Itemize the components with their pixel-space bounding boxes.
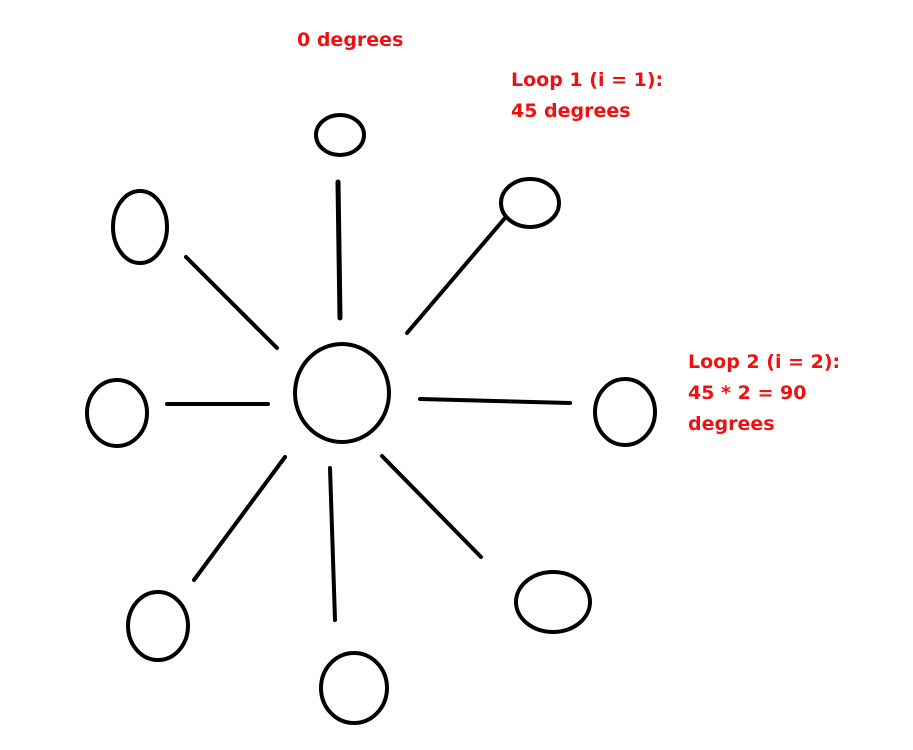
center-node bbox=[293, 342, 391, 444]
node-top-left bbox=[111, 189, 169, 265]
node-left bbox=[85, 378, 149, 448]
spoke-right bbox=[418, 397, 572, 405]
spoke-bottom-right bbox=[380, 454, 483, 559]
spoke-bottom bbox=[328, 466, 337, 622]
node-top-right bbox=[499, 177, 561, 229]
label-loop2-line2: 45 * 2 = 90 bbox=[688, 382, 807, 404]
label-loop2-line1: Loop 2 (i = 2): bbox=[688, 351, 841, 373]
node-top bbox=[314, 113, 366, 157]
label-loop1-line2: 45 degrees bbox=[511, 100, 631, 122]
spoke-top bbox=[335, 179, 343, 321]
label-zero-degrees: 0 degrees bbox=[297, 29, 404, 51]
label-loop2: Loop 2 (i = 2): 45 * 2 = 90 degrees bbox=[688, 347, 840, 440]
spoke-top-left bbox=[184, 255, 279, 350]
node-bottom bbox=[319, 651, 389, 725]
node-right bbox=[593, 377, 657, 447]
spoke-bottom-left bbox=[192, 455, 287, 582]
node-bottom-left bbox=[126, 590, 190, 662]
label-loop2-line3: degrees bbox=[688, 413, 775, 435]
node-bottom-right bbox=[514, 570, 592, 634]
label-loop1: Loop 1 (i = 1): 45 degrees bbox=[511, 65, 663, 127]
spoke-top-right bbox=[405, 216, 507, 335]
label-loop1-line1: Loop 1 (i = 1): bbox=[511, 69, 664, 91]
